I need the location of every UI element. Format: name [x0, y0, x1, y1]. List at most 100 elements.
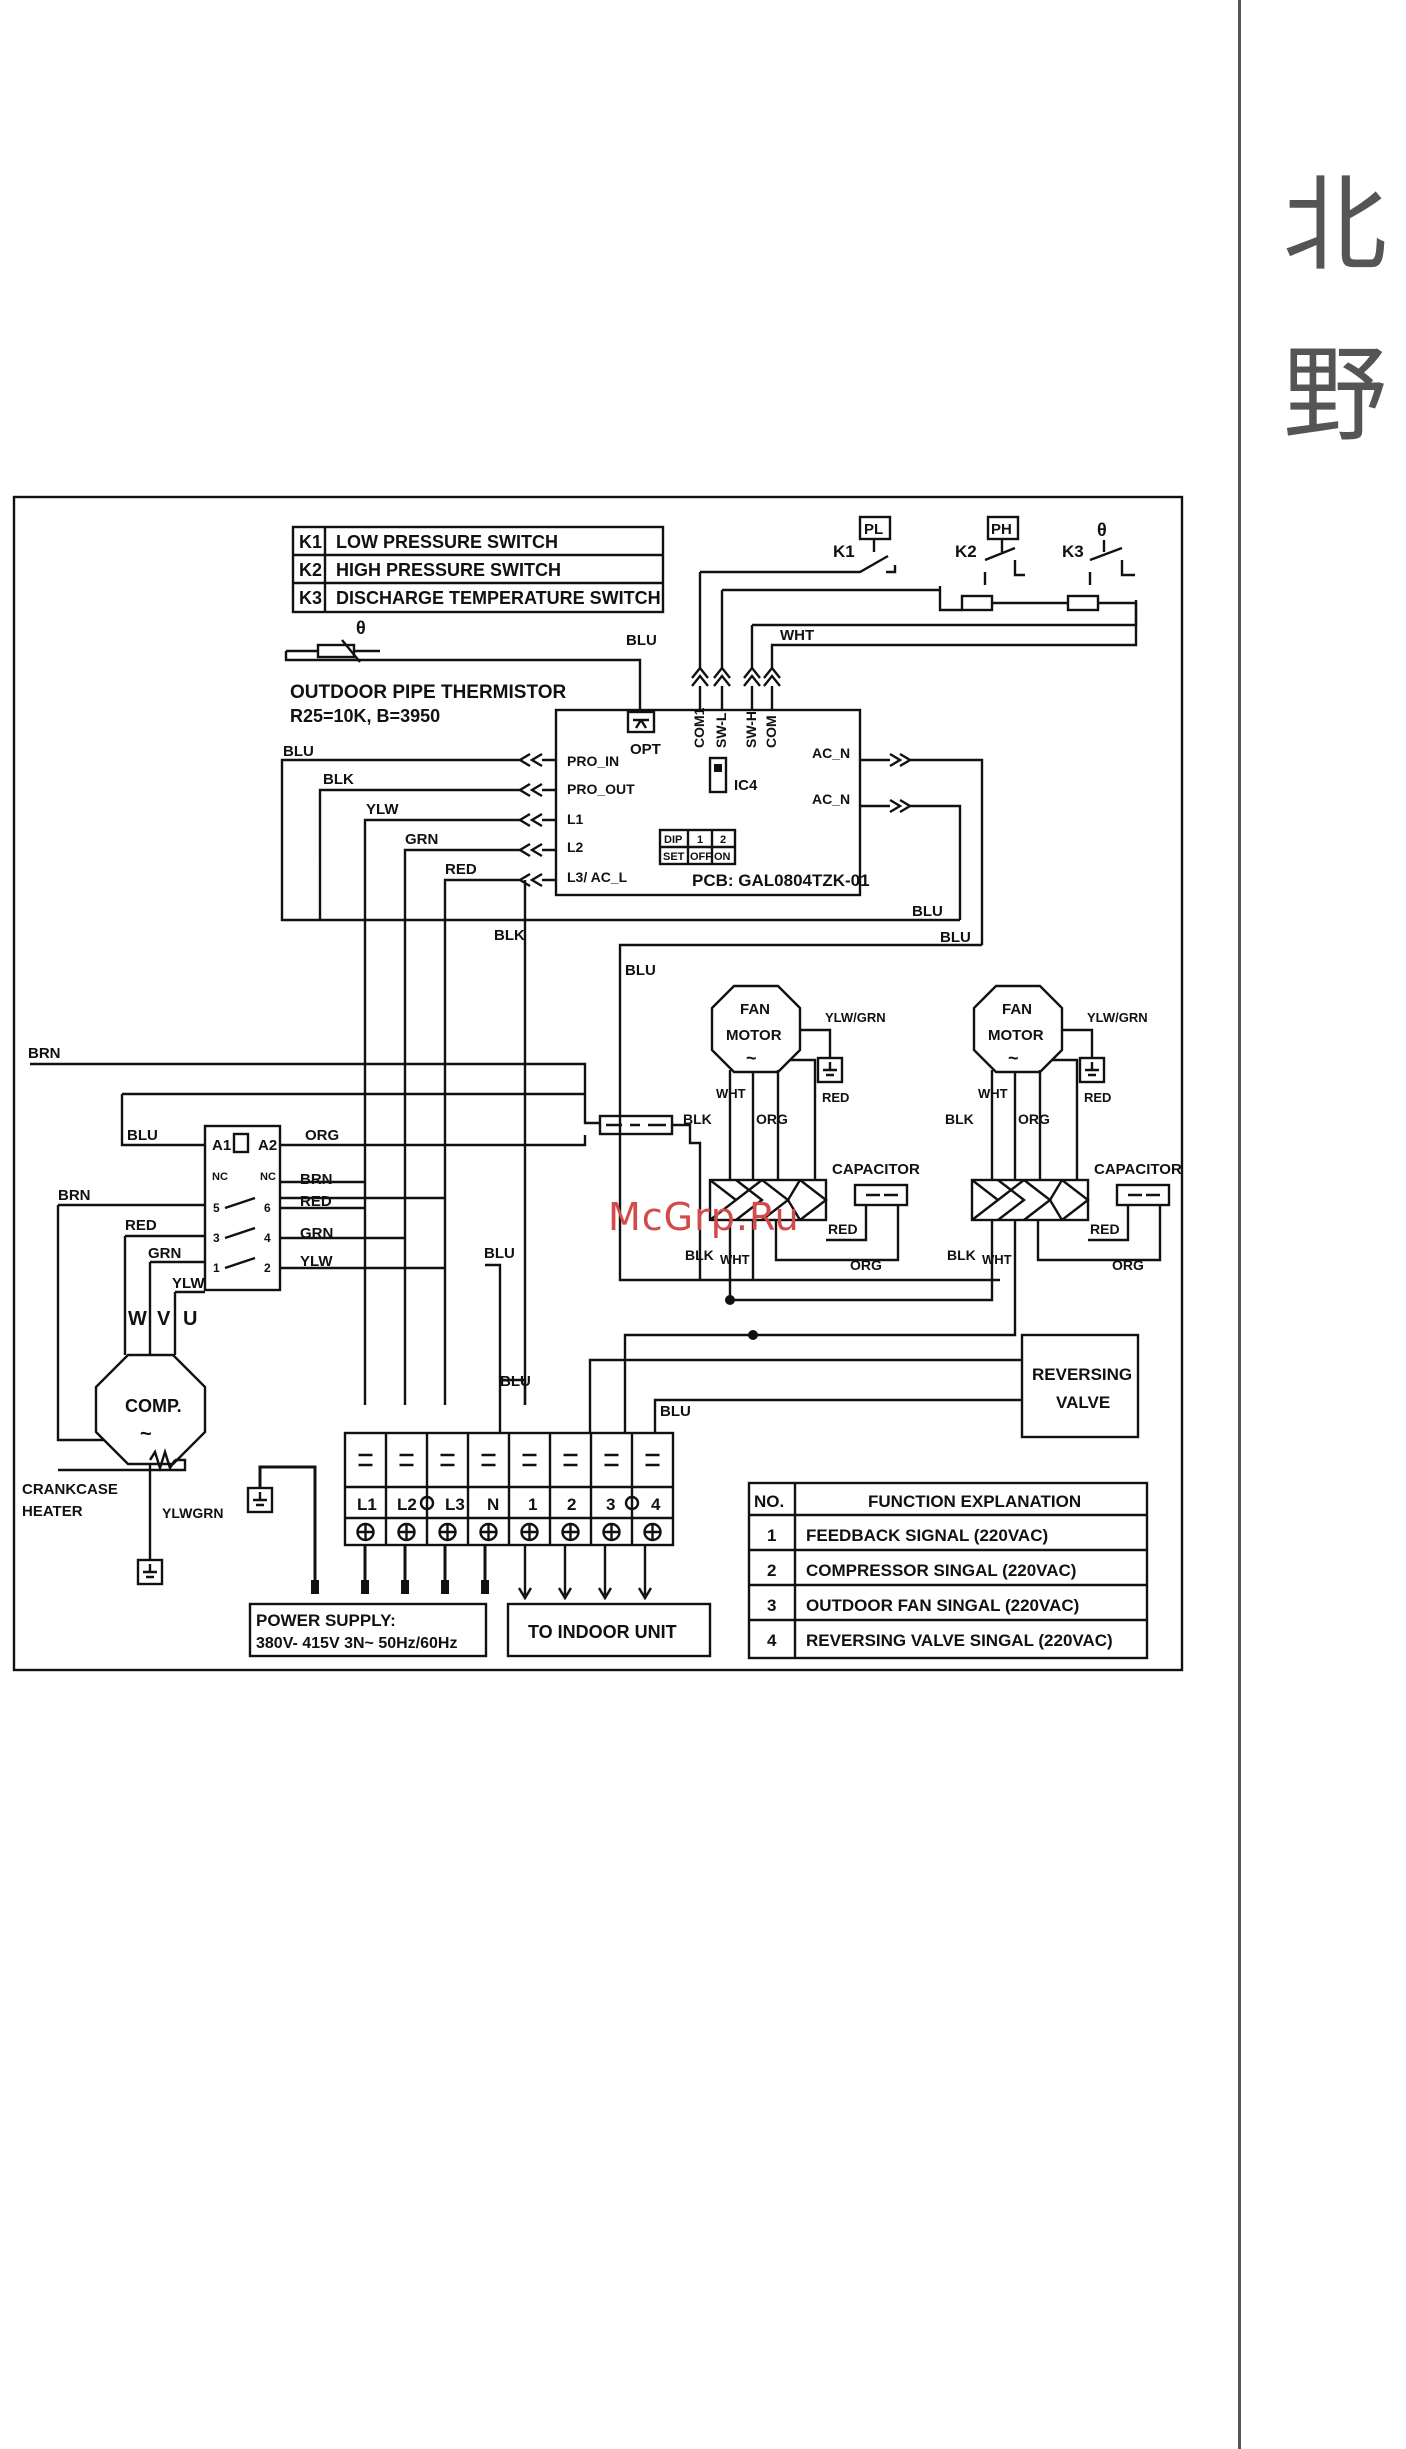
fan-red-label: RED — [1084, 1090, 1111, 1105]
indoor-unit-label: TO INDOOR UNIT — [528, 1622, 677, 1642]
dip-cell: DIP — [664, 834, 682, 846]
wire-blk-label-2: BLK — [494, 927, 525, 944]
pcb-right-pin: AC_N — [812, 791, 850, 807]
wire-blu-label-3: BLU — [625, 962, 656, 979]
function-row-text: COMPRESSOR SINGAL (220VAC) — [806, 1561, 1076, 1580]
dip-cell: 2 — [720, 834, 726, 846]
k1-label: K1 — [833, 542, 855, 561]
terminal-top-contact — [481, 1453, 496, 1467]
fan-ground-label: YLW/GRN — [825, 1010, 886, 1025]
contactor-pin: 2 — [264, 1261, 271, 1275]
pcb-top-pin: SW-L — [713, 712, 729, 748]
comp-label: COMP. — [125, 1396, 182, 1416]
diagram-frame — [12, 495, 1184, 1672]
outdoor-pipe-thermistor: θ BLU OUTDOOR PIPE THERMISTOR R25=10K, B… — [284, 618, 657, 726]
pressure-switches: PL PH θ K1 K2 K3 WHT — [691, 515, 1138, 710]
fan-red-label-2: RED — [1090, 1221, 1120, 1237]
dip-cell: 1 — [697, 834, 703, 846]
power-spec: 380V- 415V 3N~ 50Hz/60Hz — [256, 1635, 457, 1652]
terminal-top-contact — [563, 1453, 578, 1467]
fan-org-label-2: ORG — [850, 1257, 882, 1273]
pcb-model: PCB: GAL0804TZK-01 — [692, 871, 870, 890]
contactor-pin: 3 — [213, 1231, 220, 1245]
thermistor-blu-label: BLU — [626, 632, 657, 649]
valve-label: REVERSING — [1032, 1365, 1132, 1384]
function-row-text: FEEDBACK SIGNAL (220VAC) — [806, 1526, 1048, 1545]
fan-wave: ~ — [1008, 1048, 1019, 1068]
legend-code: K3 — [299, 588, 322, 608]
wire-red-label-3: RED — [125, 1217, 157, 1234]
power-label: POWER SUPPLY: — [256, 1611, 396, 1630]
fan-wave: ~ — [746, 1048, 757, 1068]
pcb-right-pin: AC_N — [812, 745, 850, 761]
wire-brn-label-2: BRN — [300, 1171, 333, 1188]
to-indoor-unit: TO INDOOR UNIT — [506, 1545, 712, 1658]
pcb-top-pin: COM — [763, 715, 779, 748]
k2-label: K2 — [955, 542, 977, 561]
terminal-label: L2 — [397, 1495, 417, 1514]
legend-text: HIGH PRESSURE SWITCH — [336, 560, 561, 580]
terminal-screw-cross — [480, 1524, 497, 1540]
pcb-blu-label: BLU — [912, 903, 943, 920]
switch-legend: K1 K2 K3 LOW PRESSURE SWITCH HIGH PRESSU… — [291, 525, 665, 614]
wire-red-label: RED — [445, 861, 477, 878]
function-table: NO. FUNCTION EXPLANATION 1 FEEDBACK SIGN… — [747, 1481, 1149, 1660]
fan-blk-label-2: BLK — [685, 1247, 714, 1263]
fan-capacitor-label: CAPACITOR — [1094, 1161, 1182, 1178]
fan-wht-label-2: WHT — [720, 1252, 750, 1267]
pcb-left-pin: PRO_OUT — [567, 781, 635, 797]
function-table-header: FUNCTION EXPLANATION — [868, 1492, 1081, 1511]
fan-blk-label: BLK — [945, 1111, 974, 1127]
fan-org-label: ORG — [756, 1111, 788, 1127]
contactor-a1: A1 — [212, 1137, 231, 1154]
terminal-label: N — [487, 1495, 499, 1514]
terminal-label: 4 — [651, 1495, 661, 1514]
wire-brn-label-3: BRN — [58, 1187, 91, 1204]
terminal-screw-cross — [357, 1524, 374, 1540]
compressor-contactor: A1 A2 NC NC 5 6 3 4 1 2 BRN RED GRN YLW … — [56, 1124, 445, 1442]
wire-brn-label: BRN — [28, 1045, 61, 1062]
fan-title: MOTOR — [726, 1027, 782, 1044]
wire-ylw-label-2: YLW — [300, 1253, 333, 1270]
k3-label: K3 — [1062, 542, 1084, 561]
terminal-screw-cross — [603, 1524, 620, 1540]
terminal-screw-cross — [398, 1524, 415, 1540]
fan-wht-label: WHT — [716, 1086, 746, 1101]
legend-text: DISCHARGE TEMPERATURE SWITCH — [336, 588, 661, 608]
terminal-top-contact — [604, 1453, 619, 1467]
fan-org-label: ORG — [1018, 1111, 1050, 1127]
wire-grn-label-3: GRN — [148, 1245, 181, 1262]
function-row-text: OUTDOOR FAN SINGAL (220VAC) — [806, 1596, 1079, 1615]
power-supply: POWER SUPPLY: 380V- 415V 3N~ 50Hz/60Hz — [248, 1545, 489, 1658]
comp-u: U — [183, 1308, 197, 1330]
terminal-label: L3 — [445, 1495, 465, 1514]
function-table-header: NO. — [754, 1492, 784, 1511]
terminal-screw-cross — [562, 1524, 579, 1540]
terminal-label: 3 — [606, 1495, 615, 1514]
wire-grn-label-2: GRN — [300, 1225, 333, 1242]
comp-w: W — [128, 1308, 147, 1330]
terminal-top-contact — [645, 1453, 660, 1467]
terminal-top-contact — [522, 1453, 537, 1467]
contactor-pin: 4 — [264, 1231, 271, 1245]
terminal-label: 1 — [528, 1495, 537, 1514]
legend-code: K2 — [299, 560, 322, 580]
fan-wht-label-2: WHT — [982, 1252, 1012, 1267]
pcb-left-pin: L1 — [567, 811, 584, 827]
compressor: W V U COMP. ~ CRANKCASE HEATER YLWGRN — [22, 1308, 223, 1586]
fan-capacitor-label: CAPACITOR — [832, 1161, 920, 1178]
wire-blu-label-7: BLU — [484, 1245, 515, 1262]
fan-org-label-2: ORG — [1112, 1257, 1144, 1273]
wire-ylw-label-3: YLW — [172, 1275, 205, 1292]
wire-blu-label-6: BLU — [660, 1403, 691, 1420]
fan-red-label-2: RED — [828, 1221, 858, 1237]
dip-cell: OFF — [690, 851, 712, 863]
terminal-label: 2 — [567, 1495, 576, 1514]
fan-motor-2: FAN MOTOR ~ YLW/GRN WHT ORG BLK RED CAPA… — [623, 984, 1182, 1440]
contactor-pin: 5 — [213, 1201, 220, 1215]
wire-blu-label: BLU — [283, 743, 314, 760]
pcb-top-pin: SW-H — [743, 711, 759, 748]
fan-title: MOTOR — [988, 1027, 1044, 1044]
function-row-no: 2 — [767, 1561, 776, 1580]
side-title-char: 野 — [1282, 334, 1387, 456]
